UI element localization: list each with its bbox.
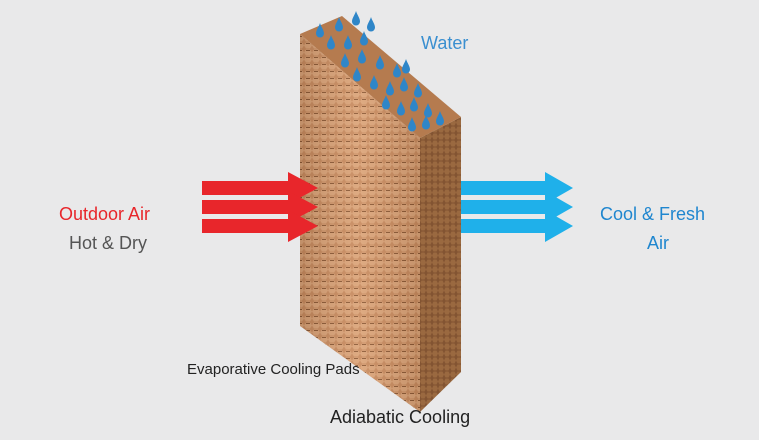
hot-air-arrows bbox=[202, 172, 318, 242]
outdoor-air-label: Outdoor Air bbox=[59, 204, 151, 224]
cool-air-arrow-icon bbox=[461, 210, 573, 242]
adiabatic-cooling-caption: Adiabatic Cooling bbox=[330, 407, 471, 427]
water-drop-icon bbox=[422, 115, 430, 130]
water-drop-icon bbox=[424, 103, 432, 118]
water-drop-icon bbox=[376, 55, 384, 70]
water-drop-icon bbox=[360, 31, 368, 46]
hot-dry-label: Hot & Dry bbox=[69, 233, 148, 253]
water-drop-icon bbox=[400, 77, 408, 92]
air-label: Air bbox=[647, 233, 669, 253]
water-drop-icon bbox=[335, 17, 343, 32]
water-drops bbox=[316, 11, 444, 132]
water-drop-icon bbox=[352, 11, 360, 26]
water-drop-icon bbox=[436, 111, 444, 126]
water-drop-icon bbox=[393, 63, 401, 78]
water-drop-icon bbox=[414, 83, 422, 98]
water-drop-icon bbox=[327, 35, 335, 50]
water-drop-icon bbox=[402, 59, 410, 74]
water-drop-icon bbox=[382, 95, 390, 110]
cool-fresh-label: Cool & Fresh bbox=[600, 204, 706, 224]
water-label: Water bbox=[421, 33, 469, 53]
pad-front-shade bbox=[300, 34, 420, 412]
water-drop-icon bbox=[386, 81, 394, 96]
water-drop-icon bbox=[353, 67, 361, 82]
cool-air-arrows bbox=[461, 172, 573, 242]
pad-side-shade bbox=[420, 117, 461, 412]
water-drop-icon bbox=[397, 101, 405, 116]
water-drop-icon bbox=[410, 97, 418, 112]
water-drop-icon bbox=[408, 117, 416, 132]
pad-top-face bbox=[300, 16, 461, 138]
hot-air-arrow-icon bbox=[202, 210, 318, 242]
water-drop-icon bbox=[358, 49, 366, 64]
evaporative-cooling-pad bbox=[300, 16, 461, 412]
cooling-pads-label: Evaporative Cooling Pads bbox=[187, 361, 360, 378]
water-drop-icon bbox=[370, 75, 378, 90]
pad-side-face bbox=[420, 117, 461, 412]
water-drop-icon bbox=[341, 53, 349, 68]
water-drop-icon bbox=[367, 17, 375, 32]
water-drop-icon bbox=[316, 23, 324, 38]
water-drop-icon bbox=[344, 35, 352, 50]
